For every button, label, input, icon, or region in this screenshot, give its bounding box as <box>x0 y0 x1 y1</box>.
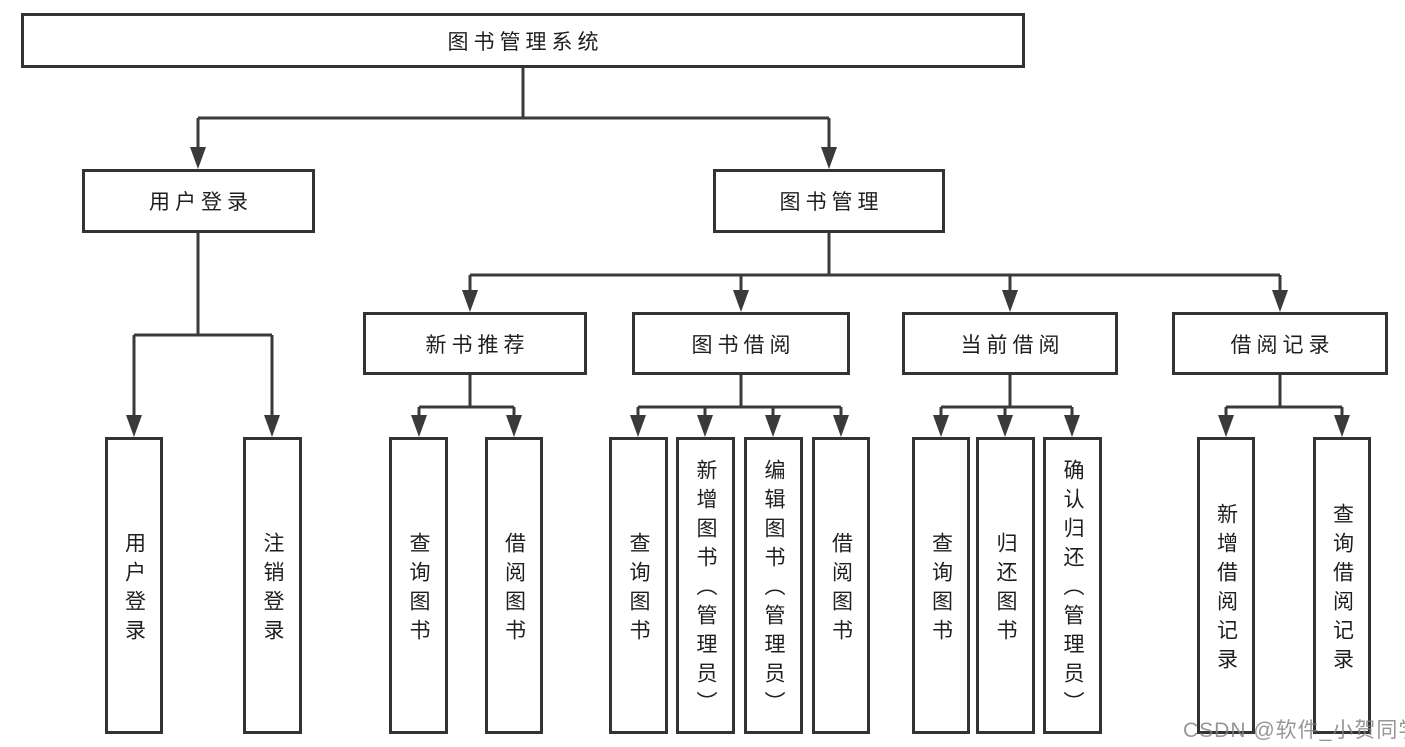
arrowhead <box>190 147 206 169</box>
arrowhead <box>997 415 1013 437</box>
node-leaf-edit-books-admin: 编辑图书（管理员） <box>744 437 803 734</box>
arrowhead <box>506 415 522 437</box>
arrowhead <box>264 415 280 437</box>
node-leaf-query-books-3: 查询图书 <box>912 437 970 734</box>
node-leaf-confirm-return-admin: 确认归还（管理员） <box>1043 437 1102 734</box>
node-book-borrow: 图书借阅 <box>632 312 850 375</box>
node-library-management-system: 图书管理系统 <box>21 13 1025 68</box>
node-leaf-borrow-books-2: 借阅图书 <box>812 437 870 734</box>
arrowhead <box>765 415 781 437</box>
arrowhead <box>1218 415 1234 437</box>
connector-path <box>132 68 1344 420</box>
csdn-watermark: CSDN @软件_小贺同学 <box>1183 719 1405 742</box>
node-leaf-logout: 注销登录 <box>243 437 302 734</box>
node-leaf-query-books-1: 查询图书 <box>389 437 448 734</box>
node-leaf-borrow-books-1: 借阅图书 <box>485 437 543 734</box>
arrowhead <box>411 415 427 437</box>
node-borrow-records: 借阅记录 <box>1172 312 1388 375</box>
node-leaf-user-login: 用户登录 <box>105 437 163 734</box>
arrowhead <box>1064 415 1080 437</box>
node-current-borrow: 当前借阅 <box>902 312 1118 375</box>
arrowhead <box>1002 290 1018 312</box>
node-user-login: 用户登录 <box>82 169 315 233</box>
node-leaf-add-borrow-record: 新增借阅记录 <box>1197 437 1255 734</box>
arrowhead <box>630 415 646 437</box>
arrowhead <box>933 415 949 437</box>
node-leaf-query-borrow-record: 查询借阅记录 <box>1313 437 1371 734</box>
arrowhead <box>126 415 142 437</box>
node-leaf-query-books-2: 查询图书 <box>609 437 668 734</box>
arrowhead <box>821 147 837 169</box>
node-leaf-add-books-admin: 新增图书（管理员） <box>676 437 735 734</box>
node-new-book-recommend: 新书推荐 <box>363 312 587 375</box>
arrowhead <box>697 415 713 437</box>
node-book-management: 图书管理 <box>713 169 945 233</box>
arrowhead <box>462 290 478 312</box>
arrowhead <box>1272 290 1288 312</box>
arrowhead <box>1334 415 1350 437</box>
node-leaf-return-books: 归还图书 <box>976 437 1035 734</box>
arrowhead <box>733 290 749 312</box>
arrowhead <box>833 415 849 437</box>
